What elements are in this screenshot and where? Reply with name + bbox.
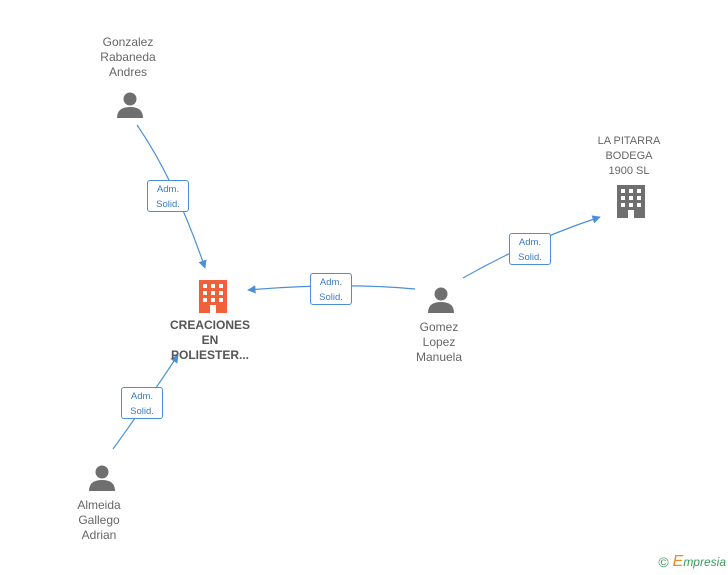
node-label-gomez[interactable]: Gomez Lopez Manuela xyxy=(399,320,479,365)
building-icon[interactable] xyxy=(197,278,229,314)
brand-initial: E xyxy=(672,553,684,570)
node-label-line: Manuela xyxy=(415,350,463,364)
relation-label-line: Solid. xyxy=(518,252,542,263)
building-icon[interactable] xyxy=(615,183,647,219)
person-icon[interactable] xyxy=(115,90,145,120)
node-label-almeida[interactable]: Almeida Gallego Adrian xyxy=(59,498,139,543)
node-label-line: POLIESTER... xyxy=(170,348,249,362)
node-label-pitarra[interactable]: LA PITARRA BODEGA 1900 SL xyxy=(584,134,674,179)
node-label-line: BODEGA xyxy=(605,150,653,162)
brand-logo: Empresia xyxy=(673,553,726,571)
brand-text: mpresia xyxy=(683,555,726,569)
relation-label[interactable]: Adm. Solid. xyxy=(310,273,352,305)
node-label-line: Rabaneda xyxy=(100,50,156,64)
copyright-icon: © xyxy=(658,554,669,570)
person-icon[interactable] xyxy=(87,463,117,493)
node-label-line: Almeida xyxy=(77,498,121,512)
relation-label-line: Solid. xyxy=(156,199,180,210)
relation-label-line: Adm. xyxy=(156,184,180,195)
node-label-line: LA PITARRA xyxy=(597,135,661,147)
relation-label-line: Adm. xyxy=(518,237,542,248)
relation-label-line: Solid. xyxy=(130,406,154,417)
node-label-line: CREACIONES xyxy=(169,318,250,332)
node-label-line: Andres xyxy=(108,65,148,79)
node-label-creaciones[interactable]: CREACIONES EN POLIESTER... xyxy=(160,318,260,363)
node-label-line: Gonzalez xyxy=(102,35,154,49)
node-label-gonzalez[interactable]: Gonzalez Rabaneda Andres xyxy=(88,35,168,80)
footer-brand[interactable]: © Empresia xyxy=(658,553,726,571)
relation-label[interactable]: Adm. Solid. xyxy=(509,233,551,265)
relation-label[interactable]: Adm. Solid. xyxy=(121,387,163,419)
node-label-line: Lopez xyxy=(422,335,456,349)
node-label-line: 1900 SL xyxy=(608,165,650,177)
relation-label-line: Adm. xyxy=(319,277,343,288)
relation-label-line: Adm. xyxy=(130,391,154,402)
node-label-line: EN xyxy=(201,333,219,347)
node-label-line: Gallego xyxy=(78,513,120,527)
node-label-line: Adrian xyxy=(81,528,117,542)
relation-label-line: Solid. xyxy=(319,292,343,303)
relation-label[interactable]: Adm. Solid. xyxy=(147,180,189,212)
node-label-line: Gomez xyxy=(419,320,459,334)
person-icon[interactable] xyxy=(426,285,456,315)
